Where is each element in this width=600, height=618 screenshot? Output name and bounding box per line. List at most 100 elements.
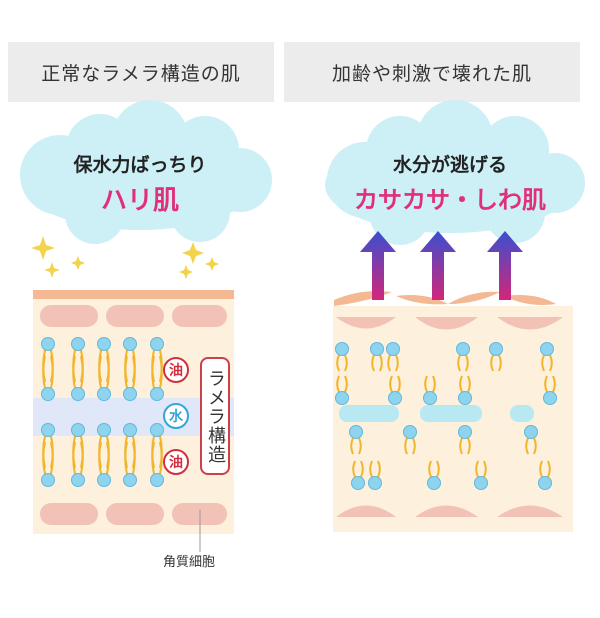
lipid-tail <box>379 354 383 372</box>
lipid-tail <box>541 354 545 372</box>
lipid-tail <box>539 460 543 478</box>
right-broken-lipids <box>335 342 557 490</box>
lipid-tail <box>72 441 76 475</box>
lipid-head <box>543 391 557 405</box>
lipid-head <box>123 337 137 351</box>
lipid-head <box>370 342 384 356</box>
lipid-tail <box>159 441 163 475</box>
lipid-head <box>41 473 55 487</box>
lipid-tail <box>465 354 469 372</box>
lipid-tail <box>151 355 155 389</box>
lipid-tail <box>377 460 381 478</box>
lipid-head <box>427 476 441 490</box>
lipid-tail <box>124 355 128 389</box>
left-lamella-lipids <box>41 337 164 487</box>
lipid-tail <box>404 437 408 455</box>
lipid-tail <box>525 437 529 455</box>
lipid-tail <box>475 460 479 478</box>
lipid-tail <box>428 460 432 478</box>
lipid-tail <box>98 441 102 475</box>
corneocyte-label: 角質細胞 <box>163 555 216 570</box>
lipid-tail <box>436 460 440 478</box>
lipid-head <box>123 387 137 401</box>
lipid-tail <box>344 354 348 372</box>
lipid-head <box>150 473 164 487</box>
lipid-tail <box>387 354 391 372</box>
lipid-tail <box>106 355 110 389</box>
lipid-tail <box>98 355 102 389</box>
lipid-tail <box>412 437 416 455</box>
oil-badge-bottom: 油 <box>163 449 189 475</box>
right-cloud-line1: 水分が逃げる <box>392 154 507 176</box>
lipid-tail <box>547 460 551 478</box>
lipid-head <box>71 337 85 351</box>
lipid-tail <box>490 354 494 372</box>
lipid-head <box>403 425 417 439</box>
lipid-tail <box>124 441 128 475</box>
lipid-head <box>123 423 137 437</box>
right-cloud <box>325 100 585 245</box>
lamella-structure-label: ラメラ構造 <box>200 357 230 475</box>
right-panel-title: 加齢や刺激で壊れた肌 <box>284 42 580 102</box>
lipid-tail <box>533 437 537 455</box>
lipid-head <box>41 387 55 401</box>
right-skin-block <box>333 291 573 532</box>
lipid-head <box>456 342 470 356</box>
lipid-head <box>71 387 85 401</box>
lipid-tail <box>336 354 340 372</box>
lipid-head <box>123 473 137 487</box>
lipid-head <box>150 337 164 351</box>
lipid-head <box>335 342 349 356</box>
lipid-head <box>150 423 164 437</box>
lipid-tail <box>432 375 436 393</box>
lipid-tail <box>459 437 463 455</box>
lipid-tail <box>483 460 487 478</box>
lipid-tail <box>132 441 136 475</box>
lipid-tail <box>360 460 364 478</box>
lipid-head <box>71 423 85 437</box>
lipid-tail <box>344 375 348 393</box>
lipid-head <box>489 342 503 356</box>
up-arrow-icons <box>360 231 523 300</box>
lipid-tail <box>350 437 354 455</box>
lipid-head <box>386 342 400 356</box>
sparkle-icons <box>31 236 219 279</box>
lipid-head <box>335 391 349 405</box>
lipid-tail <box>80 355 84 389</box>
lipid-head <box>97 337 111 351</box>
lipid-tail <box>159 355 163 389</box>
lipid-head <box>41 423 55 437</box>
right-cloud-line2: カサカサ・しわ肌 <box>354 186 546 214</box>
lipid-head <box>349 425 363 439</box>
lipid-tail <box>336 375 340 393</box>
lipid-tail <box>42 441 46 475</box>
lipid-tail <box>459 375 463 393</box>
lipid-head <box>71 473 85 487</box>
lipid-tail <box>552 375 556 393</box>
left-cloud-line1: 保水力ばっちり <box>73 154 207 176</box>
water-badge: 水 <box>163 403 189 429</box>
lipid-tail <box>106 441 110 475</box>
lipid-tail <box>42 355 46 389</box>
lipid-head <box>524 425 538 439</box>
lipid-head <box>97 423 111 437</box>
lipid-tail <box>358 437 362 455</box>
lipid-tail <box>549 354 553 372</box>
lipid-head <box>458 425 472 439</box>
lipid-tail <box>151 441 155 475</box>
lipid-tail <box>424 375 428 393</box>
lipid-head <box>150 387 164 401</box>
lipid-head <box>351 476 365 490</box>
lipid-tail <box>72 355 76 389</box>
oil-badge-top: 油 <box>163 357 189 383</box>
lipid-tail <box>50 355 54 389</box>
lipid-head <box>97 387 111 401</box>
left-panel-title: 正常なラメラ構造の肌 <box>8 42 274 102</box>
lipid-tail <box>369 460 373 478</box>
lipid-tail <box>389 375 393 393</box>
lipid-head <box>540 342 554 356</box>
left-cloud-line2: ハリ肌 <box>100 186 179 216</box>
lipid-tail <box>397 375 401 393</box>
lipid-tail <box>132 355 136 389</box>
